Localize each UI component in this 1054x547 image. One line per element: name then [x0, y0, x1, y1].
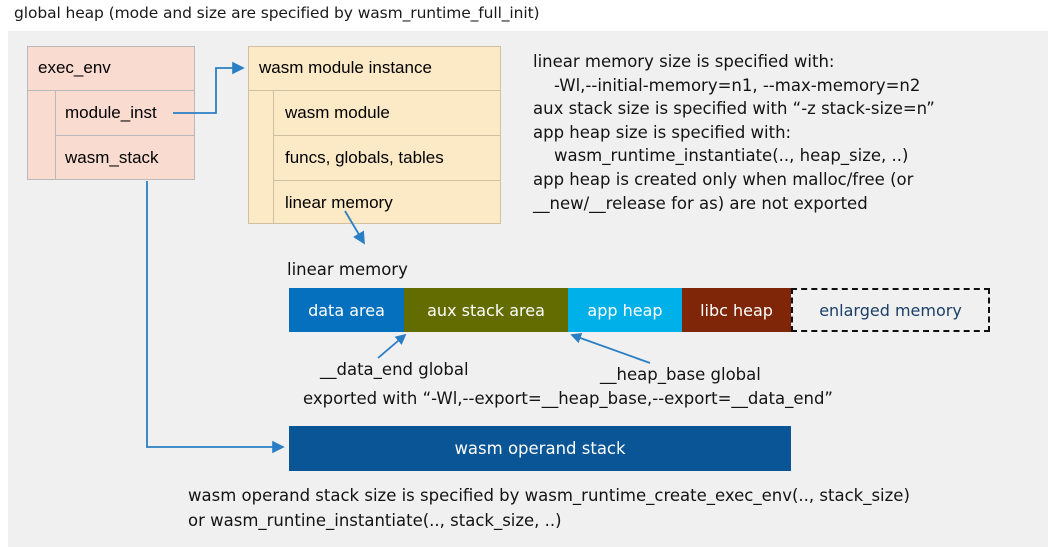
wasm-module-instance-gutter: [248, 91, 274, 224]
module-field-funcs-globals-tables-label: funcs, globals, tables: [285, 148, 444, 167]
exec-env-field-module-inst: module_inst: [56, 91, 195, 136]
exec-env-field-wasm-stack: wasm_stack: [56, 136, 195, 180]
module-field-wasm-module: wasm module: [274, 91, 501, 136]
wasm-operand-stack-bar: wasm operand stack: [289, 426, 791, 471]
linear-memory-caption: linear memory: [287, 260, 408, 279]
exec-env-header-label: exec_env: [38, 58, 111, 77]
segment-aux-stack-area: aux stack area: [404, 288, 568, 332]
exec-env-field-module-inst-label: module_inst: [65, 103, 157, 122]
wasm-module-instance-header: wasm module instance: [248, 46, 501, 91]
segment-libc-heap-label: libc heap: [700, 300, 773, 320]
wasm-operand-stack-label: wasm operand stack: [454, 439, 626, 458]
segment-enlarged-memory: enlarged memory: [791, 288, 990, 332]
segment-aux-stack-area-label: aux stack area: [427, 300, 545, 320]
segment-app-heap-label: app heap: [587, 300, 663, 320]
linear-memory-notes: linear memory size is specified with: -W…: [533, 52, 935, 213]
wasm-module-instance-header-label: wasm module instance: [259, 58, 432, 77]
segment-enlarged-memory-label: enlarged memory: [819, 300, 962, 320]
exec-env-gutter: [27, 91, 56, 180]
module-field-wasm-module-label: wasm module: [285, 103, 390, 122]
exec-env-header: exec_env: [27, 46, 195, 91]
module-field-linear-memory: linear memory: [274, 181, 501, 224]
segment-data-area-label: data area: [308, 300, 385, 320]
annotation-data-end: __data_end global: [320, 360, 469, 379]
exec-env-field-wasm-stack-label: wasm_stack: [65, 148, 159, 167]
annotation-exported-with: exported with “-Wl,--export=__heap_base,…: [303, 389, 833, 408]
annotation-heap-base: __heap_base global: [600, 365, 761, 384]
segment-data-area: data area: [289, 288, 404, 332]
module-field-linear-memory-label: linear memory: [285, 192, 393, 212]
page-title: global heap (mode and size are specified…: [14, 4, 540, 22]
segment-app-heap: app heap: [568, 288, 682, 332]
segment-libc-heap: libc heap: [682, 288, 791, 332]
module-field-funcs-globals-tables: funcs, globals, tables: [274, 136, 501, 181]
operand-stack-caption: wasm operand stack size is specified by …: [188, 486, 910, 530]
